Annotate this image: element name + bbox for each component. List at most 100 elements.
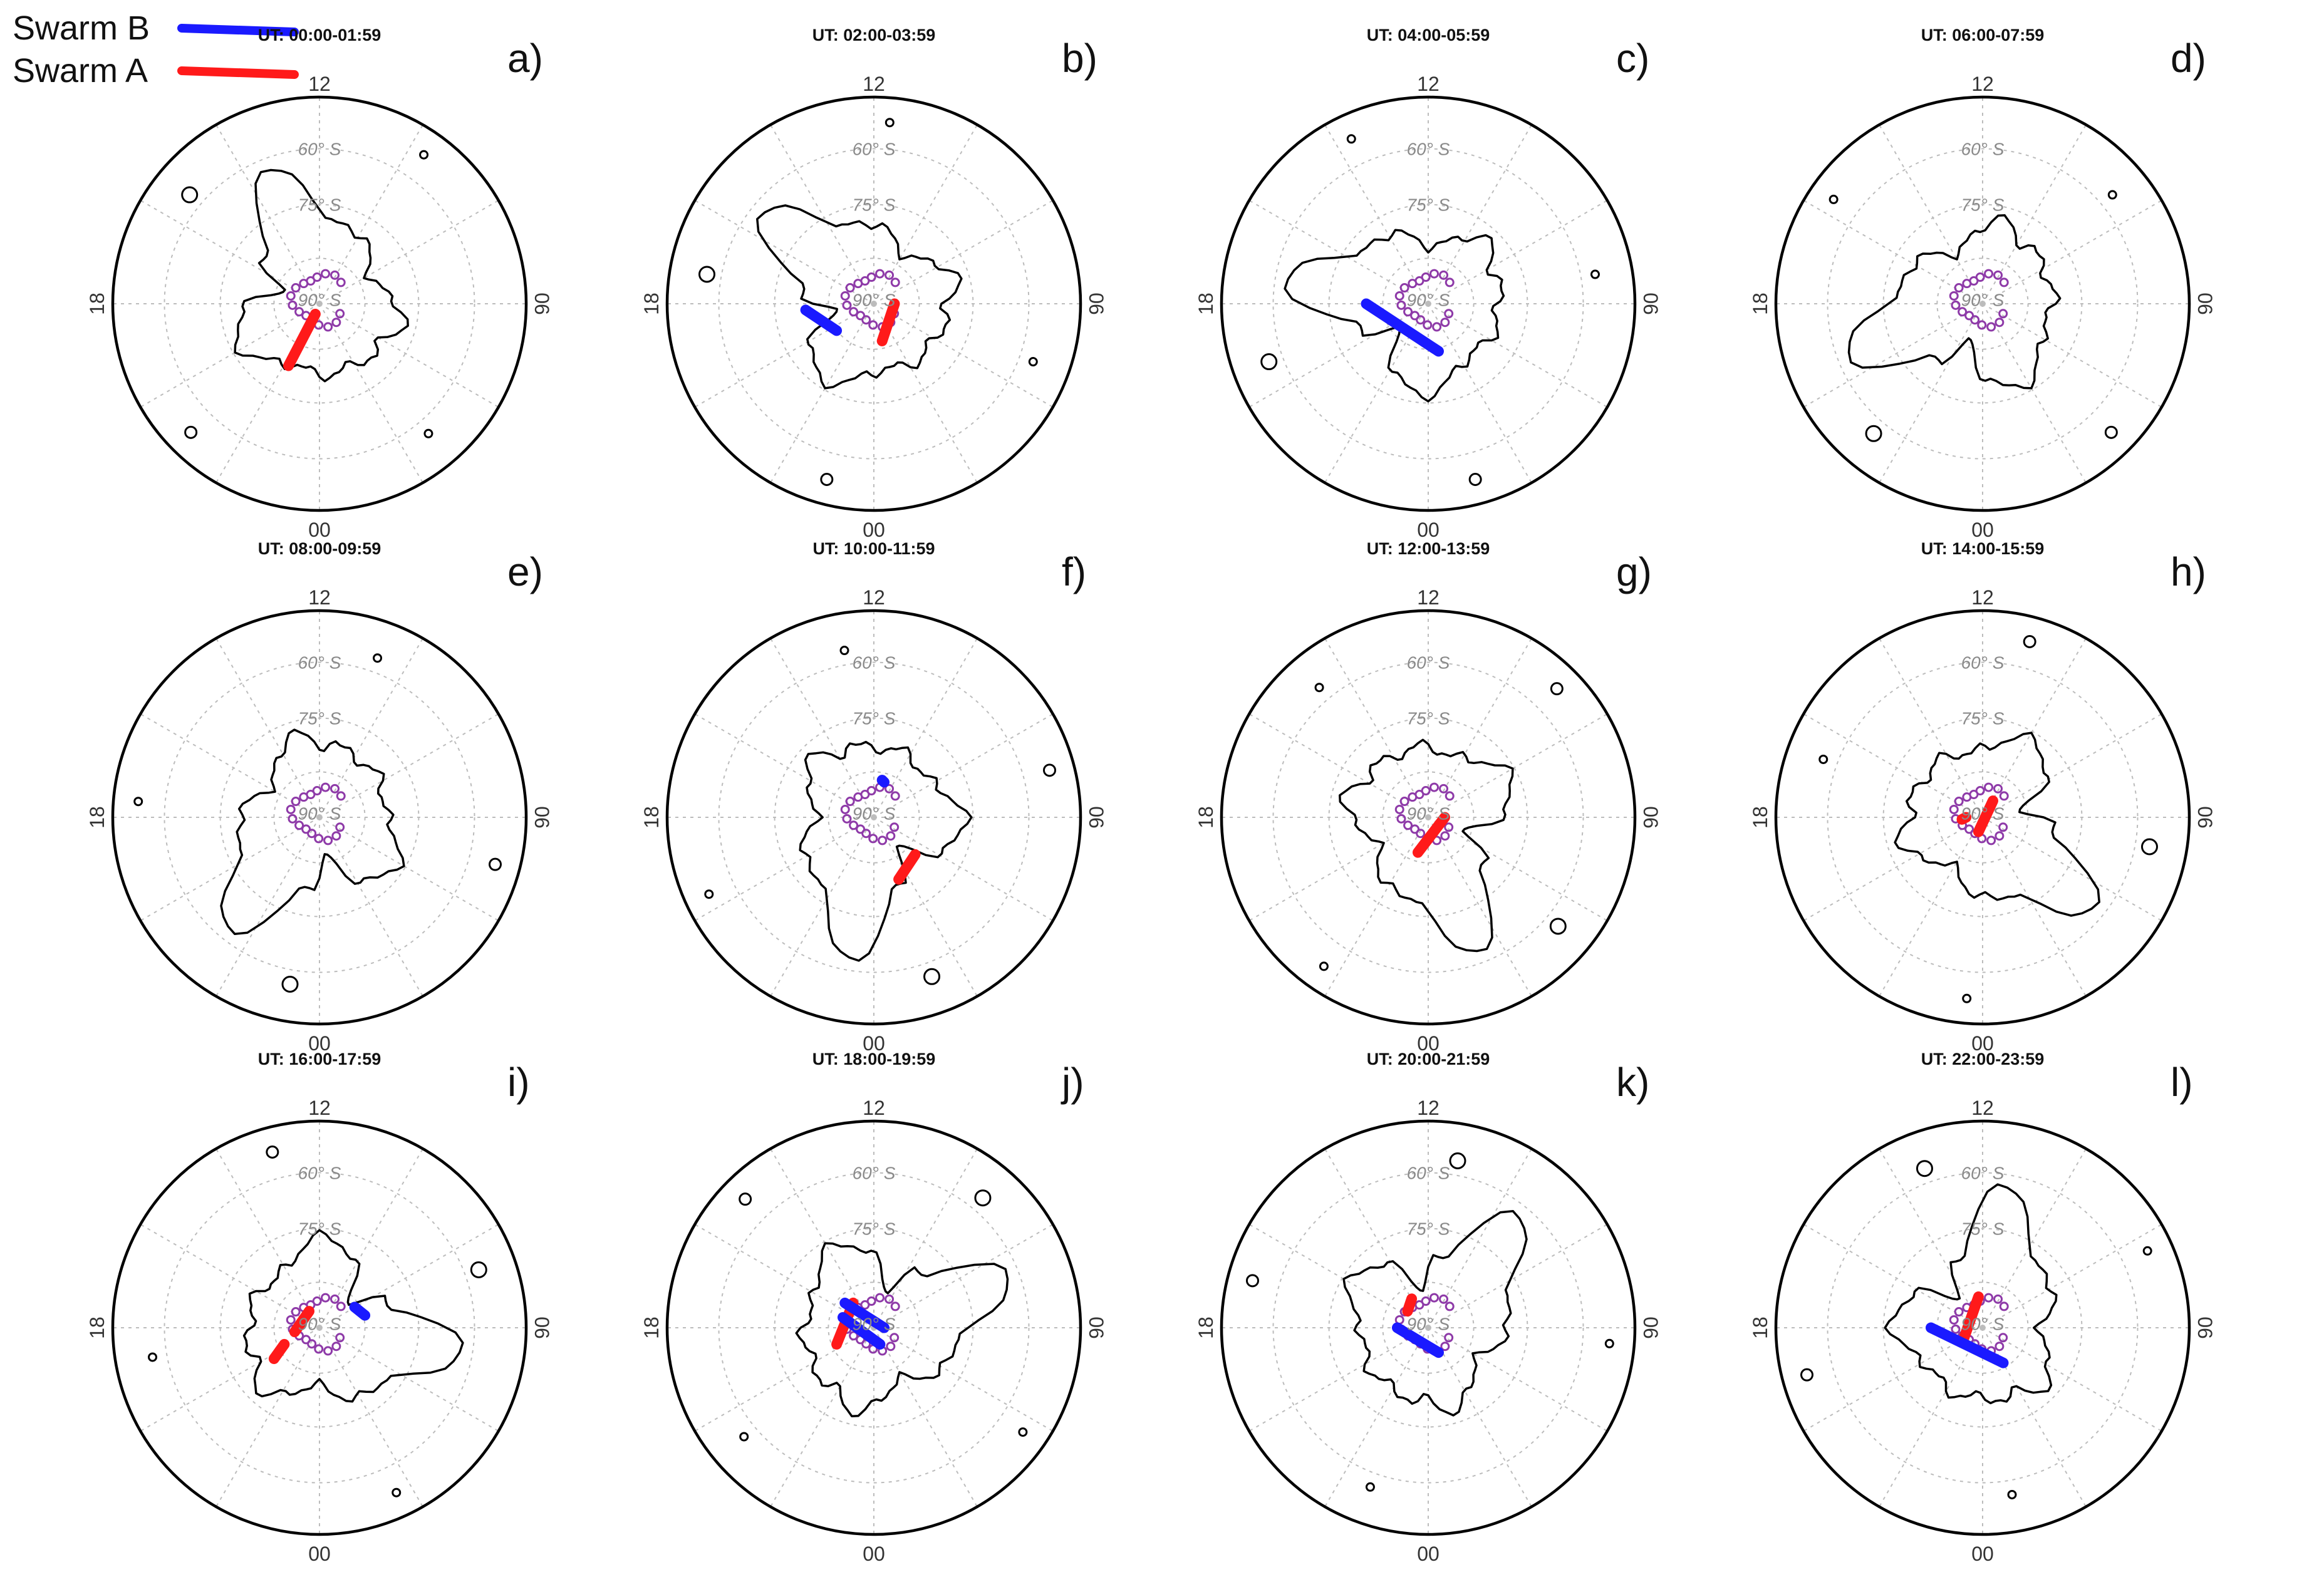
meridian-line: [770, 303, 874, 483]
mlt-label-right: 06: [1085, 806, 1108, 829]
island-outline: [1365, 1482, 1375, 1492]
legend-label: Swarm A: [13, 52, 148, 90]
station-marker: [1986, 835, 1996, 845]
legend-swatch: [177, 66, 299, 79]
swarm-a-track: [268, 1338, 290, 1364]
station-marker: [1964, 311, 1974, 321]
meridian-line: [1428, 1327, 1608, 1432]
mlt-label-right: 06: [1085, 1316, 1108, 1339]
mlt-label-top: 12: [1417, 586, 1440, 609]
latitude-label: 75° S: [298, 709, 341, 728]
meridian-line: [319, 303, 423, 483]
swarm-a-track: [283, 309, 321, 371]
polar-plot-rim: [1220, 609, 1637, 1026]
island-outline: [739, 1432, 749, 1442]
mlt-label-bottom: 00: [308, 1032, 331, 1055]
station-marker: [1998, 1333, 2008, 1343]
meridian-line: [694, 817, 874, 921]
station-marker: [286, 291, 296, 301]
station-marker: [868, 320, 878, 330]
mlt-label-right: 06: [2194, 1316, 2216, 1339]
meridian-line: [1428, 1327, 1532, 1507]
station-markers: [1394, 269, 1455, 332]
meridian-line: [1324, 817, 1429, 997]
station-marker: [875, 1293, 885, 1303]
swarm-b-track: [1361, 298, 1444, 357]
panel-title: UT: 00:00-01:59: [258, 26, 381, 44]
latitude-ring: [163, 661, 475, 973]
antarctica-coastline: [234, 168, 409, 383]
latitude-label: 60° S: [1961, 1164, 2005, 1183]
latitude-label: 75° S: [1961, 195, 2005, 215]
mlt-label-top: 12: [308, 586, 331, 609]
meridian-line: [1982, 303, 2087, 483]
station-marker: [868, 834, 878, 844]
station-markers: [1949, 269, 2009, 332]
meridian-line: [319, 713, 499, 818]
station-marker: [331, 1342, 341, 1352]
panel-title: UT: 04:00-05:59: [1367, 26, 1490, 44]
mlt-label-bottom: 00: [308, 519, 331, 541]
panel-letter: f): [1062, 549, 1086, 594]
station-marker: [294, 307, 304, 317]
station-marker: [1403, 820, 1413, 830]
island-outline: [1314, 683, 1324, 693]
station-marker: [1421, 786, 1431, 796]
island-outline: [1028, 357, 1038, 367]
island-outline: [1550, 682, 1564, 696]
meridian-line: [319, 1327, 423, 1507]
mlt-label-top: 12: [308, 73, 331, 95]
station-marker: [884, 270, 895, 280]
latitude-ring: [163, 1172, 475, 1484]
meridian-line: [873, 1327, 978, 1507]
latitude-label: 75° S: [1407, 709, 1450, 728]
island-outline: [2140, 838, 2158, 856]
island-outline: [1962, 993, 1972, 1003]
meridian-line: [873, 713, 1054, 818]
station-marker: [840, 804, 850, 814]
swarm-a-track: [876, 298, 900, 346]
mlt-label-left: 18: [86, 1316, 108, 1339]
latitude-label: 60° S: [1407, 653, 1450, 673]
meridian-line: [1982, 713, 2162, 818]
station-marker: [1954, 283, 1964, 293]
polar-plot-rim: [1774, 95, 2191, 512]
meridian-line: [1982, 303, 2162, 408]
station-marker: [1954, 797, 1964, 807]
polar-plot-rim: [1220, 95, 1637, 512]
island-outline: [1043, 763, 1057, 777]
station-marker: [1951, 300, 1961, 310]
swarm-a-track: [893, 849, 921, 885]
panel-letter: c): [1616, 36, 1649, 81]
island-outline: [148, 1352, 158, 1362]
panel-title: UT: 10:00-11:59: [812, 539, 935, 558]
mlt-label-left: 18: [86, 806, 108, 829]
station-marker: [321, 782, 331, 792]
swarm-b-track: [838, 1312, 886, 1350]
meridian-line: [694, 1327, 874, 1432]
latitude-label: 60° S: [853, 1164, 896, 1183]
latitude-label: 75° S: [1961, 709, 2005, 728]
antarctica-coastline: [1884, 1183, 2058, 1405]
station-marker: [323, 1346, 333, 1356]
meridian-line: [1248, 1327, 1429, 1432]
island-outline: [698, 266, 716, 283]
station-marker: [301, 1335, 311, 1345]
island-outline: [392, 1487, 402, 1497]
station-marker: [840, 291, 850, 301]
station-marker: [1394, 291, 1404, 301]
mlt-label-right: 06: [1639, 806, 1662, 829]
latitude-label: 75° S: [1407, 1219, 1450, 1239]
island-outline: [1319, 961, 1329, 971]
latitude-label: 90° S: [1961, 1314, 2005, 1333]
latitude-label: 75° S: [853, 195, 896, 215]
island-outline: [974, 1189, 992, 1207]
island-outline: [1604, 1338, 1614, 1348]
island-outline: [133, 797, 143, 807]
station-marker: [875, 269, 885, 279]
polar-plot-rim: [665, 1119, 1082, 1536]
station-marker: [1975, 786, 1985, 796]
meridian-line: [1428, 817, 1532, 997]
meridian-line: [1879, 1327, 1983, 1507]
